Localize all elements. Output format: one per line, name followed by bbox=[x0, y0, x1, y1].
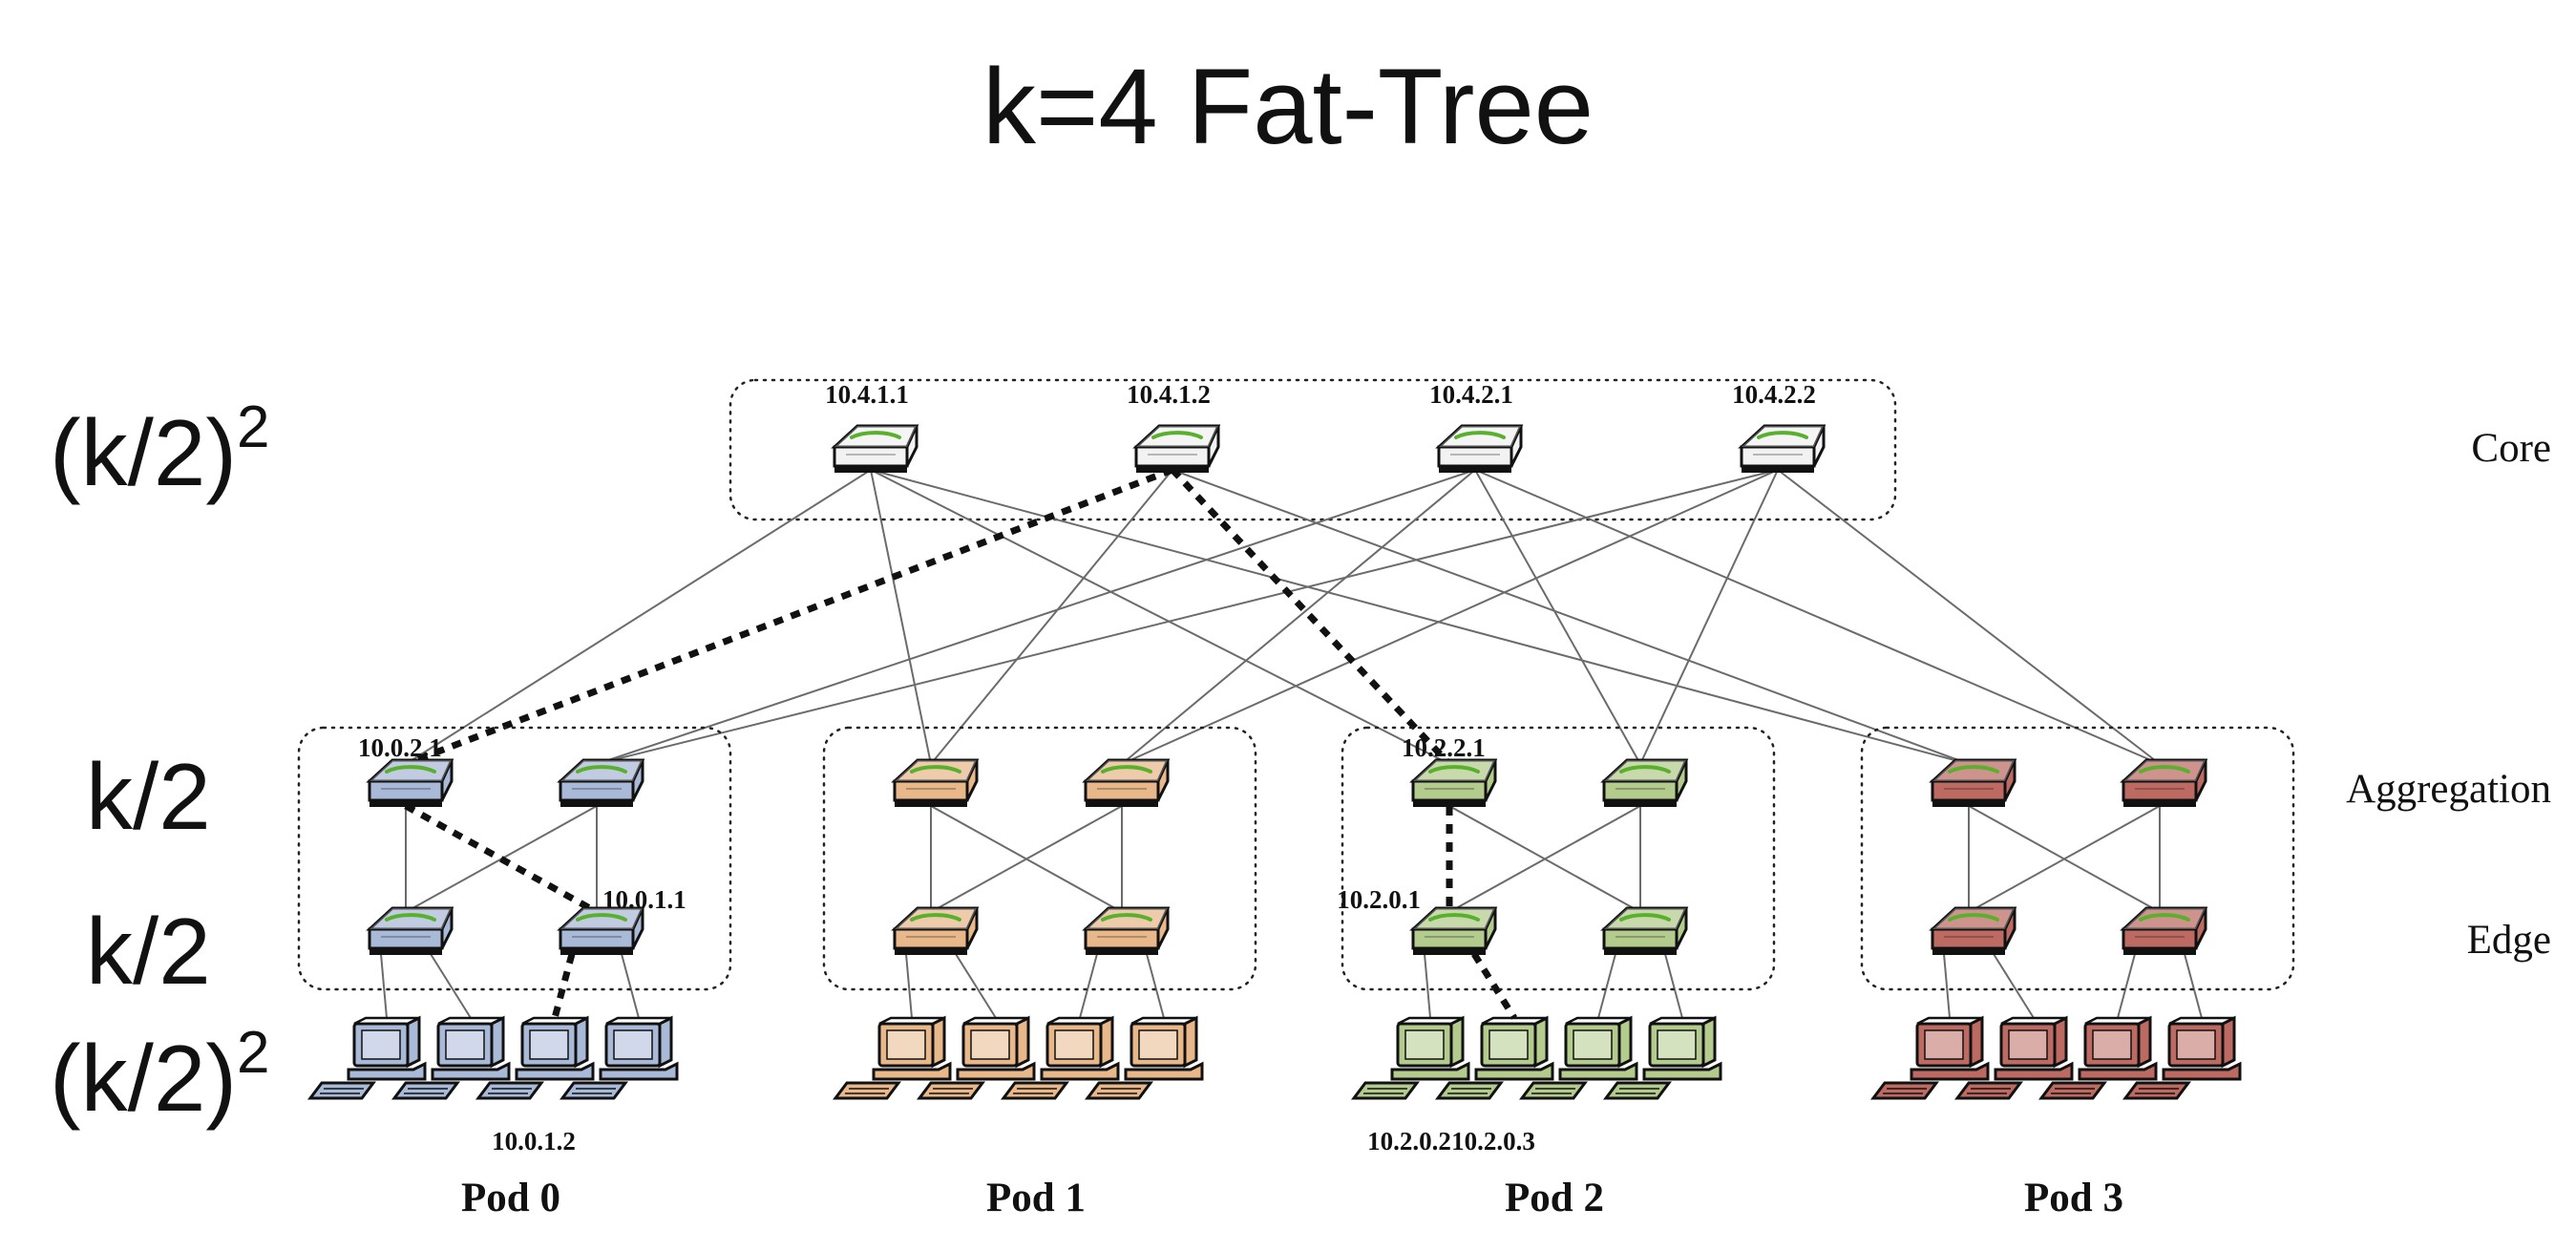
edge-layer-label: Edge bbox=[2467, 918, 2551, 963]
core-count-formula: (k/2)2 bbox=[50, 394, 269, 505]
aggregation-switch-icon bbox=[1931, 758, 2016, 809]
nodes-layer bbox=[308, 424, 2242, 1100]
network-link bbox=[930, 469, 1173, 765]
network-link bbox=[1993, 953, 2035, 1019]
network-link bbox=[1448, 805, 1641, 913]
network-link bbox=[380, 953, 388, 1019]
network-link bbox=[1172, 469, 1970, 765]
edge-switch-icon bbox=[559, 906, 644, 957]
network-link bbox=[405, 469, 872, 765]
network-link bbox=[1943, 953, 1951, 1019]
labels-layer: 10.4.1.1 10.4.1.2 10.4.2.1 10.4.2.2 10.0.2.1… bbox=[358, 380, 2123, 1220]
route-link bbox=[1170, 467, 1452, 767]
core-layer-label: Core bbox=[2471, 426, 2551, 471]
highlighted-route bbox=[404, 466, 1517, 1020]
aggregation-layer-label: Aggregation bbox=[2346, 767, 2551, 812]
aggregation-switch-icon bbox=[559, 758, 644, 809]
network-link bbox=[430, 953, 472, 1019]
edge-switch-icon bbox=[2122, 906, 2207, 957]
route-link bbox=[404, 466, 1174, 768]
network-link bbox=[596, 469, 1779, 765]
edge-switch-icon bbox=[1411, 906, 1497, 957]
network-link bbox=[1146, 953, 1165, 1019]
pod-label: Pod 3 bbox=[2024, 1176, 2123, 1220]
host-address: 10.2.0.2 bbox=[1367, 1127, 1451, 1156]
route-link bbox=[404, 802, 599, 916]
network-link bbox=[870, 469, 932, 765]
edge-switch-icon bbox=[893, 906, 979, 957]
network-link bbox=[1664, 953, 1683, 1019]
edge-switch-address: 10.0.1.1 bbox=[602, 885, 686, 914]
core-switch-icon bbox=[1437, 424, 1523, 475]
network-link bbox=[930, 805, 1123, 913]
core-switch-address: 10.4.1.1 bbox=[825, 380, 909, 409]
pod-box bbox=[297, 726, 732, 991]
network-link bbox=[905, 953, 913, 1019]
pod-label: Pod 1 bbox=[986, 1176, 1086, 1220]
edge-switch-address: 10.2.0.1 bbox=[1337, 885, 1421, 914]
network-link bbox=[1639, 469, 1779, 765]
core-group-box bbox=[728, 378, 1897, 521]
network-link bbox=[2184, 953, 2203, 1019]
aggregation-switch-icon bbox=[1084, 758, 1170, 809]
host-address: 10.2.0.3 bbox=[1451, 1127, 1535, 1156]
pod-box bbox=[822, 726, 1257, 991]
links-layer bbox=[380, 469, 2203, 1019]
network-link bbox=[1121, 469, 1476, 765]
aggregation-switch-icon bbox=[893, 758, 979, 809]
route-link bbox=[551, 953, 576, 1019]
network-link bbox=[1424, 953, 1431, 1019]
core-switch-icon bbox=[1740, 424, 1826, 475]
aggregation-switch-address: 10.2.2.1 bbox=[1402, 733, 1486, 762]
network-link bbox=[870, 469, 1450, 765]
network-link bbox=[621, 953, 640, 1019]
pod-label: Pod 0 bbox=[461, 1176, 560, 1220]
aggregation-switch-icon bbox=[1602, 758, 1688, 809]
core-switch-icon bbox=[833, 424, 918, 475]
pod-boxes bbox=[297, 726, 2295, 991]
edge-count-formula: k/2 bbox=[86, 899, 211, 1004]
diagram-title: k=4 Fat-Tree bbox=[982, 47, 1594, 166]
edge-switch-icon bbox=[1602, 906, 1688, 957]
aggregation-count-formula: k/2 bbox=[86, 744, 211, 849]
core-switch-address: 10.4.2.2 bbox=[1732, 380, 1816, 409]
pod-label: Pod 2 bbox=[1505, 1176, 1604, 1220]
network-link bbox=[1121, 469, 1779, 765]
network-link bbox=[1474, 469, 1641, 765]
aggregation-switch-address: 10.0.2.1 bbox=[358, 733, 442, 762]
network-link bbox=[1597, 953, 1616, 1019]
pod-box bbox=[1860, 726, 2295, 991]
network-link bbox=[1474, 469, 2161, 765]
network-link bbox=[1777, 469, 2161, 765]
aggregation-switch-icon bbox=[368, 758, 454, 809]
network-link bbox=[1079, 953, 1098, 1019]
core-switch-address: 10.4.1.2 bbox=[1127, 380, 1211, 409]
edge-switch-icon bbox=[368, 906, 454, 957]
aggregation-switch-icon bbox=[2122, 758, 2207, 809]
host-count-formula: (k/2)2 bbox=[50, 1020, 269, 1131]
network-link bbox=[2117, 953, 2136, 1019]
edge-switch-icon bbox=[1931, 906, 2016, 957]
host-address: 10.0.1.2 bbox=[492, 1127, 576, 1156]
aggregation-switch-icon bbox=[1411, 758, 1497, 809]
pod-box bbox=[1341, 726, 1776, 991]
route-link bbox=[1471, 952, 1517, 1020]
edge-switch-icon bbox=[1084, 906, 1170, 957]
core-switch-icon bbox=[1134, 424, 1220, 475]
network-link bbox=[596, 469, 1476, 765]
network-link bbox=[955, 953, 997, 1019]
network-link bbox=[1968, 805, 2161, 913]
core-switch-address: 10.4.2.1 bbox=[1429, 380, 1513, 409]
